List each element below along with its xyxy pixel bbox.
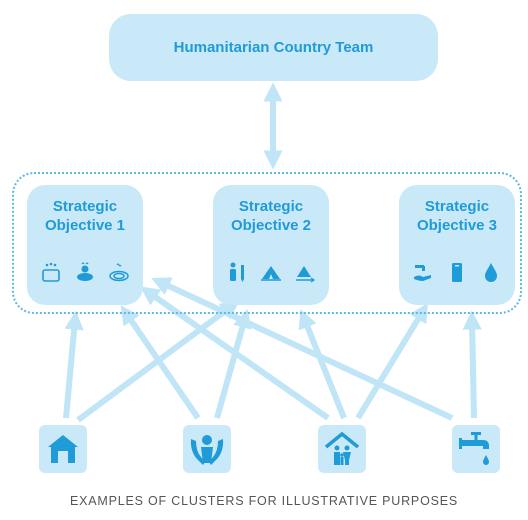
objective-3-line1: Strategic	[424, 198, 490, 215]
latrine-icon	[452, 263, 462, 282]
objective-3-line2: Objective 3	[416, 217, 498, 234]
camp-coordination-icon	[324, 431, 360, 465]
objective-1-line1: Strategic	[52, 198, 118, 215]
cluster-shelter	[39, 425, 87, 473]
nutrition-icon	[77, 262, 93, 281]
wash-icon	[459, 432, 489, 465]
arrow-c1-so2	[76, 300, 240, 423]
objective-1-title: Strategic Objective 1	[27, 197, 143, 235]
arrow-c2-so1	[120, 305, 201, 420]
arrow-c3-so3	[355, 302, 428, 420]
cluster-camp-coordination	[318, 425, 366, 473]
arrow-c4-so3	[462, 310, 482, 419]
water-drop-icon	[485, 263, 497, 282]
arrow-c4-so1	[151, 277, 454, 421]
strategic-objectives-group	[12, 172, 522, 314]
objective-1-icons	[27, 261, 143, 283]
water-ripple-icon	[109, 263, 129, 282]
protection-icon	[190, 435, 224, 465]
arrow-c1-so1	[63, 310, 84, 419]
strategic-objective-3-box: Strategic Objective 3	[399, 185, 515, 305]
objective-2-line1: Strategic	[238, 198, 304, 215]
hct-label: Humanitarian Country Team	[173, 39, 374, 56]
arrow-c2-so2	[214, 308, 252, 419]
hand-water-icon	[414, 265, 431, 281]
cluster-wash	[452, 425, 500, 473]
humanitarian-country-team-box: Humanitarian Country Team	[109, 14, 438, 81]
tent-icon	[261, 266, 281, 281]
arrow-c3-so2	[298, 309, 347, 420]
objective-2-title: Strategic Objective 2	[213, 197, 329, 235]
objective-3-title: Strategic Objective 3	[399, 197, 515, 235]
objective-3-icons	[399, 261, 515, 283]
objective-2-line2: Objective 2	[230, 217, 312, 234]
camp-icon	[296, 266, 316, 283]
objective-1-line2: Objective 1	[44, 217, 126, 234]
education-icon	[230, 262, 244, 282]
strategic-objective-1-box: Strategic Objective 1	[27, 185, 143, 305]
cluster-protection	[183, 425, 231, 473]
strategic-objective-2-box: Strategic Objective 2	[213, 185, 329, 305]
shelter-icon	[48, 435, 78, 463]
objective-2-icons	[213, 261, 329, 283]
food-icon	[42, 262, 60, 282]
caption: EXAMPLES OF CLUSTERS FOR ILLUSTRATIVE PU…	[69, 494, 459, 508]
